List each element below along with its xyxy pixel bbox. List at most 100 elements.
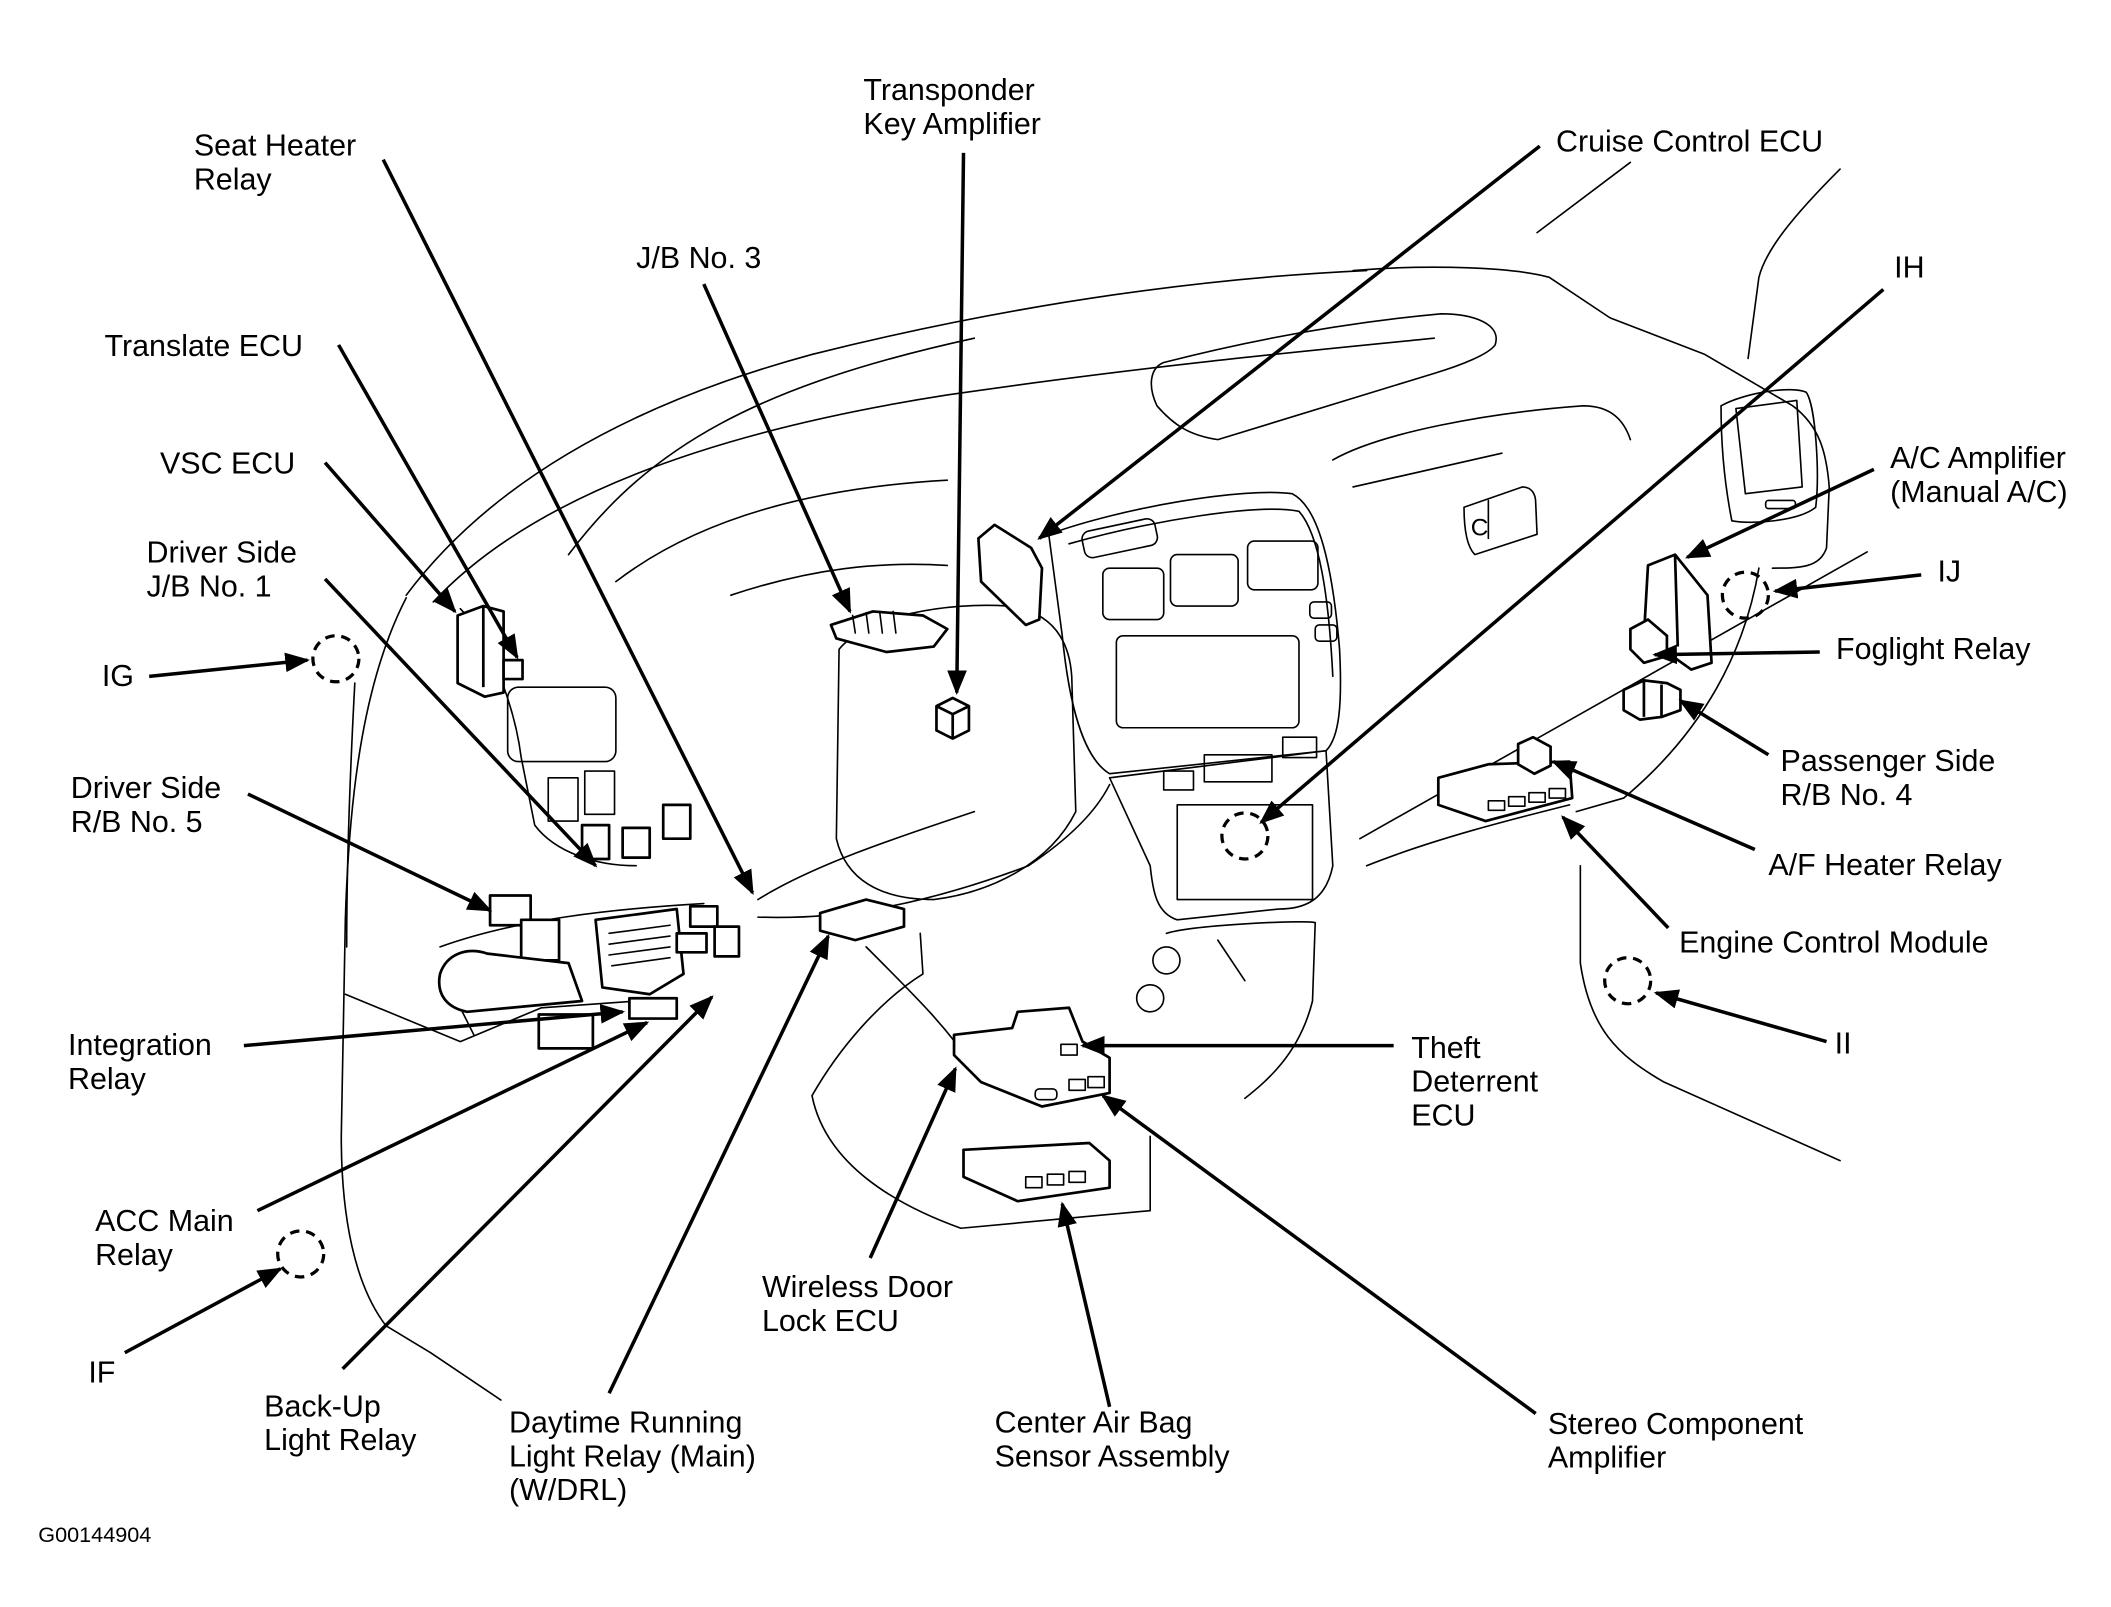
console-panel: [1176, 804, 1314, 901]
label-integration-relay: Integration Relay: [68, 1028, 220, 1096]
vsc-ecu-box: [456, 604, 505, 698]
translate-ecu-box: [502, 658, 524, 681]
label-seat-heater-relay: Seat Heater Relay: [194, 129, 365, 197]
dash-mid-line: [1352, 452, 1503, 488]
jb-no1-connector-2: [621, 826, 652, 859]
driver-rb-no5-relay-b: [519, 918, 561, 962]
label-cruise-control-ecu: Cruise Control ECU: [1556, 125, 1823, 159]
leader-daytime-running-light: [607, 933, 830, 1395]
column-lower-curve: [757, 810, 976, 901]
label-stereo-component-amplifier: Stereo Component Amplifier: [1548, 1407, 1812, 1475]
left-dash-outline: [340, 597, 502, 1401]
relay-small-1: [688, 904, 719, 928]
left-door-edge: [345, 682, 356, 948]
center-air-bag-sensor-box: [962, 1141, 1111, 1203]
glovebox-top: [1331, 404, 1632, 461]
label-transponder-key-amplifier: Transponder Key Amplifier: [863, 73, 1043, 141]
defroster-panel: [1150, 313, 1497, 441]
console-display: [1203, 753, 1273, 783]
small-button-1: [1308, 601, 1333, 619]
marker-ii-circle: [1603, 956, 1653, 1006]
dash-top-right: [1352, 266, 1831, 569]
leader-ih: [1259, 288, 1885, 825]
ecm-connectors: [1487, 787, 1567, 812]
leader-driver-jb-no1: [323, 577, 598, 868]
figure-code: G00144904: [38, 1522, 151, 1547]
label-center-air-bag-sensor: Center Air Bag Sensor Assembly: [995, 1406, 1231, 1474]
transponder-key-amplifier-box: [935, 696, 971, 740]
right-air-vent-inner: [1735, 399, 1803, 495]
center-floor-outline: [811, 932, 1152, 1230]
leader-back-up-light-relay: [341, 995, 714, 1371]
leader-lines: [124, 144, 1922, 1415]
leader-integration-relay: [243, 1003, 626, 1048]
fuse-block-fuses: [608, 924, 671, 967]
center-stack-outline: [1047, 491, 1342, 775]
label-driver-side-jb-no1: Driver Side J/B No. 1: [146, 536, 305, 604]
passenger-rb-no4-box: [1622, 679, 1682, 721]
leader-acc-main-relay: [256, 1021, 650, 1213]
knee-panel-curve: [757, 783, 1111, 919]
theft-ecu-connectors: [1034, 1043, 1106, 1101]
windshield-outer-line: [567, 337, 976, 556]
cruise-control-ecu-box: [977, 523, 1044, 627]
dashboard-line-art: C: [340, 161, 1868, 1401]
control-knob-left: [1102, 567, 1165, 621]
right-air-vent: [1720, 388, 1819, 524]
glovebox-latch-letter: C: [1471, 515, 1489, 542]
wireless-door-lock-ecu-box: [818, 898, 906, 942]
dash-lower-line: [1365, 804, 1571, 867]
marker-ih-circle: [1220, 811, 1270, 861]
console-detail: [1217, 939, 1246, 982]
leader-transponder: [947, 152, 967, 696]
leader-passenger-rb-no4: [1678, 699, 1770, 757]
leader-wireless-door-lock: [868, 1066, 958, 1259]
glovebox-latch: [1463, 486, 1538, 556]
marker-ij-circle: [1720, 570, 1770, 620]
acc-main-relay: [628, 996, 679, 1020]
callout-labels: Transponder Key Amplifier Seat Heater Re…: [68, 73, 2068, 1508]
left-lower-trim: [344, 993, 637, 1043]
jb-no1-connector-3: [661, 803, 692, 841]
theft-deterrent-ecu-box: [952, 1006, 1111, 1108]
hazard-switch: [1081, 517, 1159, 559]
jb-no3-fuses: [851, 610, 897, 634]
left-switch-panel: [506, 686, 617, 763]
label-ij: IJ: [1937, 555, 1961, 589]
leader-seat-heater: [381, 158, 755, 895]
label-theft-deterrent-ecu: Theft Deterrent ECU: [1411, 1031, 1546, 1133]
leader-driver-rb-no5: [247, 792, 493, 912]
leader-ii: [1653, 989, 1828, 1044]
leader-engine-control-module: [1561, 815, 1670, 930]
instrument-hood: [615, 479, 949, 596]
label-passenger-side-rb-no4: Passenger Side R/B No. 4: [1781, 744, 2004, 812]
leader-translate-ecu: [337, 344, 519, 660]
location-markers: [276, 570, 1770, 1279]
label-daytime-running-light-relay: Daytime Running Light Relay (Main) (W/DR…: [509, 1406, 764, 1508]
control-knob-center: [1169, 553, 1239, 607]
air-bag-sensor-connectors: [1024, 1170, 1087, 1189]
label-ih: IH: [1894, 250, 1924, 284]
jb-no3-block: [829, 610, 949, 654]
steering-column-cover: [835, 604, 1077, 901]
leader-ac-amplifier: [1684, 467, 1875, 559]
label-driver-side-rb-no5: Driver Side R/B No. 5: [71, 771, 230, 839]
leader-af-heater-relay: [1551, 759, 1756, 852]
leader-if: [124, 1267, 283, 1355]
audio-display: [1115, 634, 1300, 729]
control-knob-right: [1246, 540, 1319, 591]
small-button-2: [1314, 624, 1338, 642]
marker-ig-circle: [311, 634, 361, 684]
marker-if-circle: [276, 1229, 326, 1279]
label-if: IF: [88, 1355, 115, 1389]
dash-top-edge: [432, 337, 1436, 603]
console-button-1: [1162, 770, 1195, 791]
label-ig: IG: [102, 659, 134, 693]
console-storage: [1165, 921, 1317, 1100]
af-heater-relay-box: [1516, 735, 1552, 776]
engine-control-module-box: [1436, 760, 1574, 823]
left-switch-1: [547, 776, 579, 822]
console-knob-1: [1152, 946, 1181, 975]
left-knee-bolster: [439, 902, 705, 1036]
label-af-heater-relay: A/F Heater Relay: [1768, 848, 2002, 882]
